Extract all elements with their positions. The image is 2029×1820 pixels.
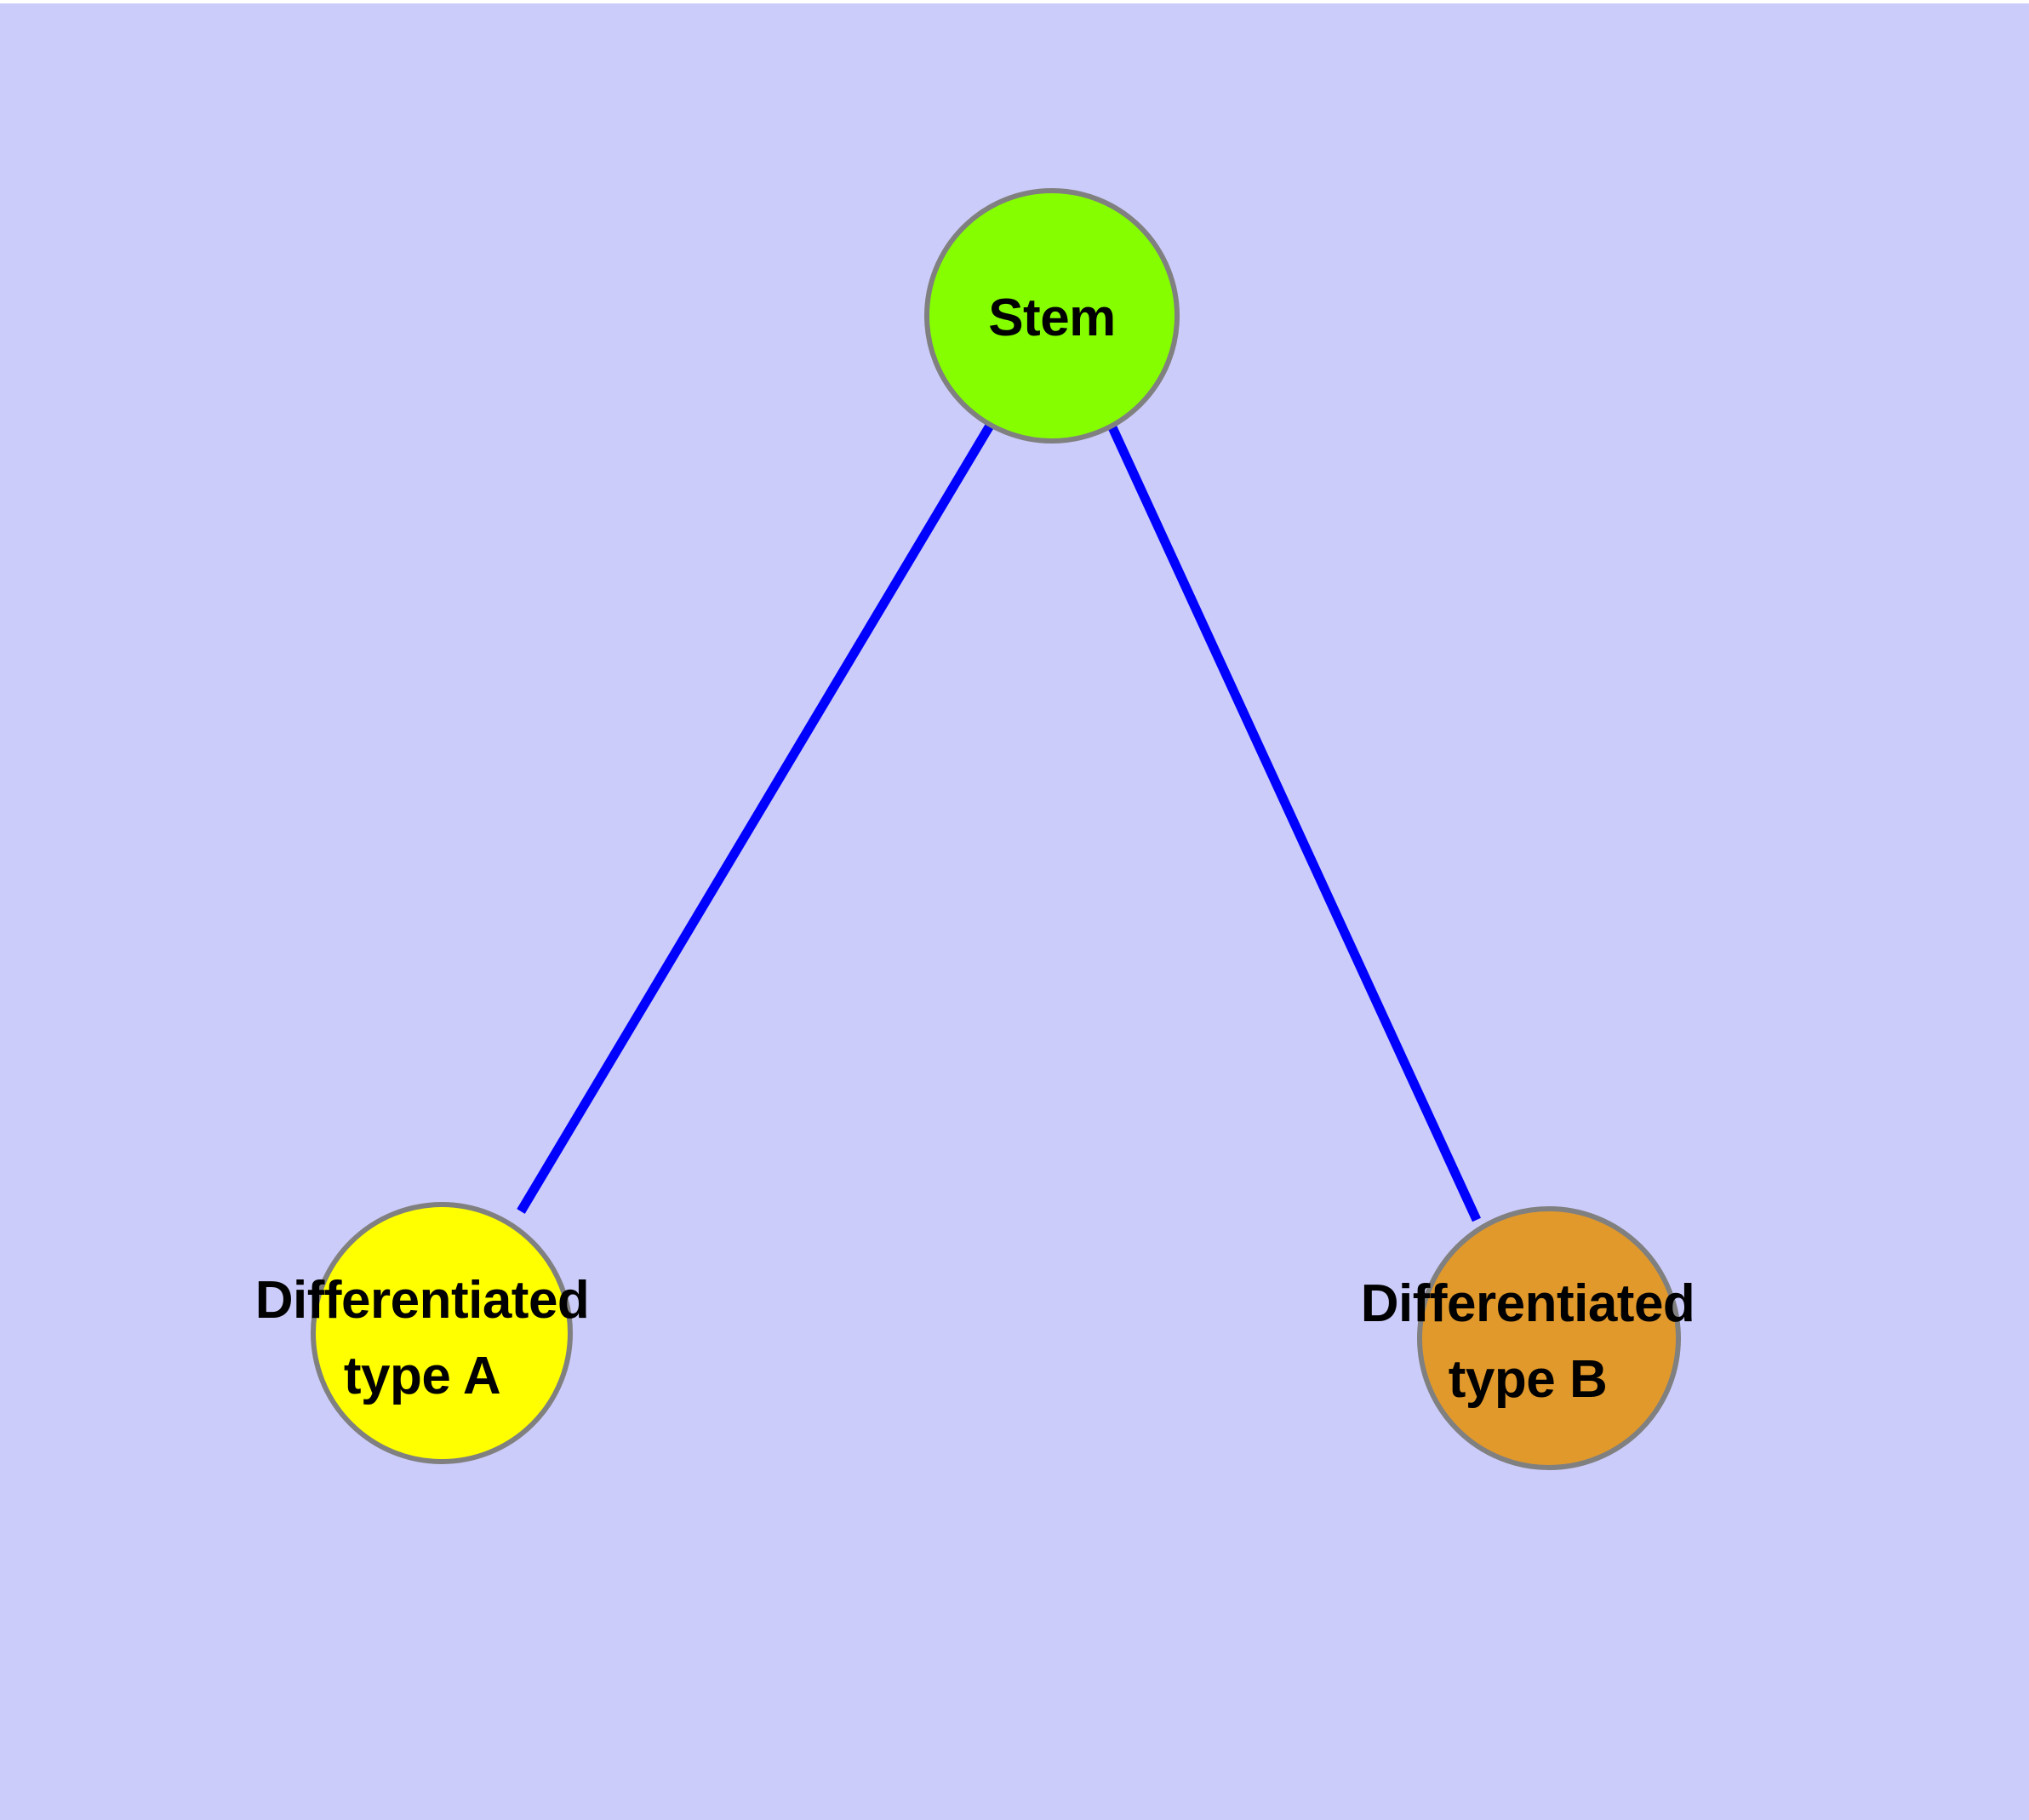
node-differentiated-type-a-label-line1: Differentiated xyxy=(255,1271,590,1330)
node-differentiated-type-b-label-line1: Differentiated xyxy=(1361,1274,1695,1333)
node-differentiated-type-b-circle[interactable] xyxy=(1417,1206,1681,1470)
nodes-layer: Stem Differentiated type A Differentiate… xyxy=(255,188,1695,1470)
node-stem[interactable]: Stem xyxy=(924,188,1180,444)
node-stem-label: Stem xyxy=(988,289,1116,347)
node-differentiated-type-b[interactable]: Differentiated type B xyxy=(1361,1206,1695,1470)
node-differentiated-type-a[interactable]: Differentiated type A xyxy=(255,1202,590,1464)
edges-layer xyxy=(517,423,1481,1222)
node-differentiated-type-a-circle[interactable] xyxy=(311,1202,573,1464)
edge-stem-to-differentiated-type-b[interactable] xyxy=(1108,425,1481,1222)
node-differentiated-type-a-label-line2: type A xyxy=(344,1347,500,1405)
node-differentiated-type-b-label-line2: type B xyxy=(1449,1350,1607,1409)
edge-stem-to-differentiated-type-a[interactable] xyxy=(517,423,994,1214)
node-stem-circle[interactable] xyxy=(924,188,1180,444)
